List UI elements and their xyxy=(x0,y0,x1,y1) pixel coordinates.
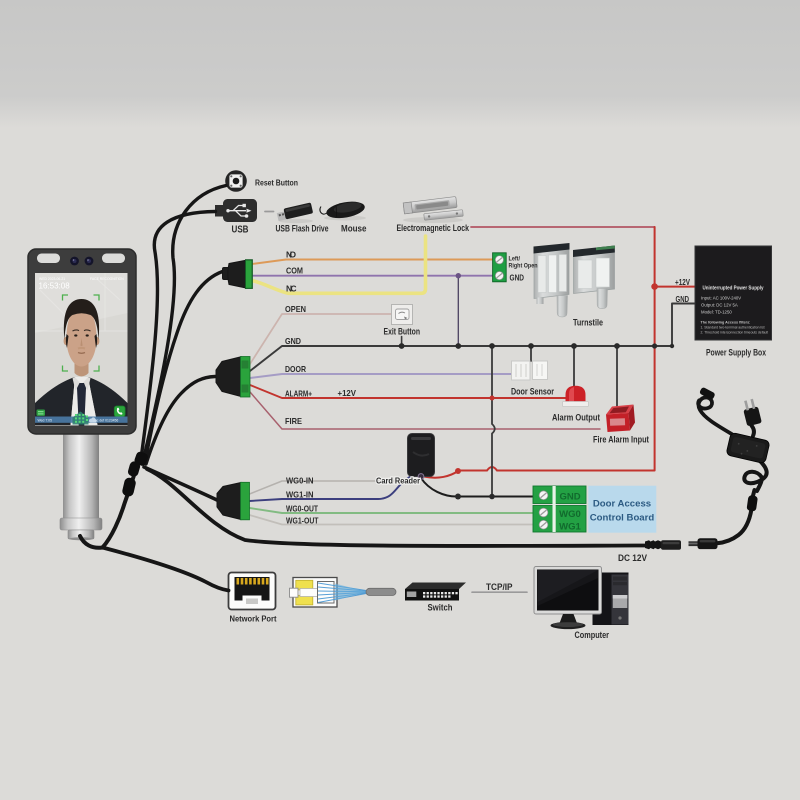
svg-text:Computer: Computer xyxy=(575,629,610,640)
svg-text:2. Threshold interconnection t: 2. Threshold interconnection timeouts de… xyxy=(701,331,769,335)
svg-text:GND: GND xyxy=(510,274,525,283)
svg-text:USB Flash Drive: USB Flash Drive xyxy=(276,224,329,234)
svg-text:WG1: WG1 xyxy=(559,522,581,533)
svg-text:Mouse: Mouse xyxy=(341,224,367,234)
svg-text:Card Reader: Card Reader xyxy=(376,476,421,486)
svg-text:WED 2023-06-21: WED 2023-06-21 xyxy=(39,277,65,281)
svg-text:FACE RECOGNITION: FACE RECOGNITION xyxy=(90,277,124,281)
svg-text:Alarm Output: Alarm Output xyxy=(552,413,600,423)
svg-text:Door Access: Door Access xyxy=(593,499,651,510)
svg-text:WG1-OUT: WG1-OUT xyxy=(286,516,319,525)
svg-text:ALARM+: ALARM+ xyxy=(285,388,312,398)
svg-text:abc def 0123456: abc def 0123456 xyxy=(93,418,118,422)
svg-text:+12V: +12V xyxy=(675,278,690,287)
svg-text:GND: GND xyxy=(676,294,690,304)
svg-text:Door Sensor: Door Sensor xyxy=(511,387,554,397)
svg-text:Right Open: Right Open xyxy=(509,262,538,269)
svg-text:Reset Button: Reset Button xyxy=(255,178,298,188)
svg-text:WG0-OUT: WG0-OUT xyxy=(286,504,318,513)
svg-text:Switch: Switch xyxy=(428,603,453,613)
svg-text:WG1-IN: WG1-IN xyxy=(286,490,314,499)
svg-text:GND: GND xyxy=(285,336,301,346)
svg-text:USB: USB xyxy=(232,224,249,236)
svg-text:Model: TD-1250: Model: TD-1250 xyxy=(701,310,732,315)
svg-text:Left/: Left/ xyxy=(509,256,521,263)
svg-text:NO: NO xyxy=(286,250,296,260)
svg-text:+12V: +12V xyxy=(338,388,357,398)
svg-text:Uninterrupted Power Supply: Uninterrupted Power Supply xyxy=(703,286,765,292)
svg-text:Fire Alarm Input: Fire Alarm Input xyxy=(593,435,649,445)
svg-text:1. Standard two-terminal authe: 1. Standard two-terminal authentication … xyxy=(701,326,765,330)
svg-text:DC 12V: DC 12V xyxy=(618,553,648,563)
svg-text:GND: GND xyxy=(559,492,580,503)
svg-text:COM: COM xyxy=(286,266,303,276)
svg-text:Turnstile: Turnstile xyxy=(573,317,603,328)
svg-text:The following Access filters:: The following Access filters: xyxy=(701,321,751,325)
svg-text:16:53:08: 16:53:08 xyxy=(39,282,71,291)
svg-text:TCP/IP: TCP/IP xyxy=(486,582,513,593)
svg-text:NC: NC xyxy=(286,283,297,293)
svg-text:Network Port: Network Port xyxy=(230,614,277,624)
svg-text:Output: DC 12V 5A: Output: DC 12V 5A xyxy=(701,303,738,308)
svg-text:Wed 7:05: Wed 7:05 xyxy=(38,418,53,422)
svg-text:Power Supply Box: Power Supply Box xyxy=(706,347,767,358)
svg-text:FIRE: FIRE xyxy=(285,416,302,426)
svg-text:Exit Button: Exit Button xyxy=(384,327,421,337)
svg-text:Control Board: Control Board xyxy=(590,513,655,524)
svg-text:DOOR: DOOR xyxy=(285,364,306,374)
svg-text:WG0-IN: WG0-IN xyxy=(286,477,314,486)
svg-text:Input: AC 100V-240V: Input: AC 100V-240V xyxy=(701,296,741,301)
svg-text:OPEN: OPEN xyxy=(285,304,306,314)
svg-text:WG0: WG0 xyxy=(559,509,581,520)
svg-text:Electromagnetic Lock: Electromagnetic Lock xyxy=(397,222,470,233)
